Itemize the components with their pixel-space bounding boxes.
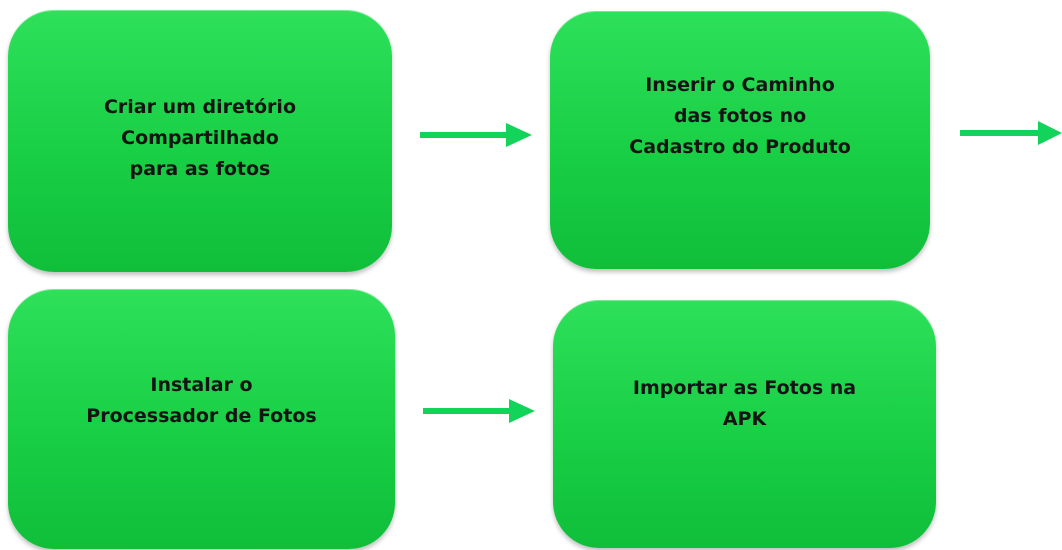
step-box-install-photo-processor: Instalar o Processador de Fotos — [8, 289, 395, 549]
step-label: Instalar o Processador de Fotos — [86, 374, 317, 427]
arrow-right-icon — [420, 123, 532, 147]
arrow-right-icon — [960, 121, 1062, 145]
step-box-create-shared-directory: Criar um diretório Compartilhado para as… — [8, 10, 392, 272]
step-box-import-photos-apk: Importar as Fotos na APK — [553, 300, 936, 548]
step-label: Importar as Fotos na APK — [632, 377, 857, 430]
step-box-insert-photo-path: Inserir o Caminho das fotos no Cadastro … — [550, 11, 930, 269]
step-label: Criar um diretório Compartilhado para as… — [103, 95, 296, 180]
step-label: Inserir o Caminho das fotos no Cadastro … — [629, 73, 851, 158]
arrow-right-icon — [423, 399, 535, 423]
